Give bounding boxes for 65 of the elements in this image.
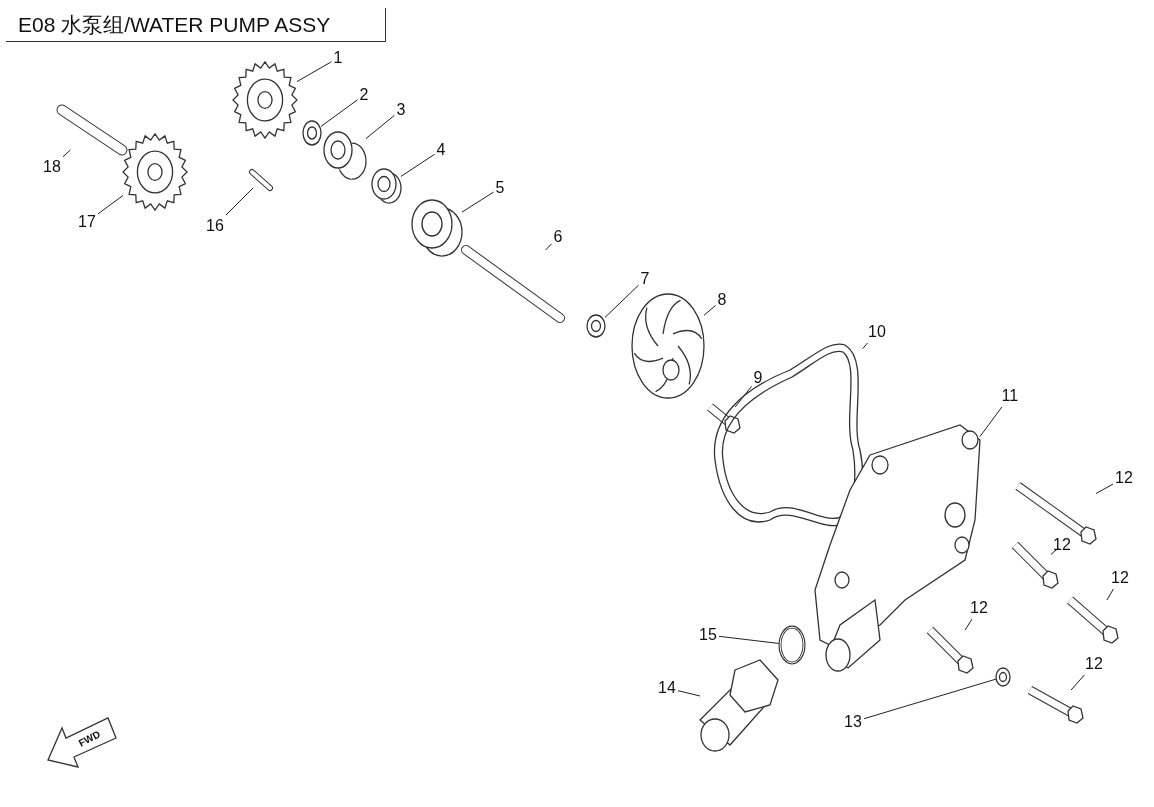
leader-line bbox=[365, 114, 395, 139]
callout-number: 12 bbox=[1085, 655, 1103, 673]
title: E08 水泵组/WATER PUMP ASSY bbox=[6, 8, 386, 42]
shaft-drawing bbox=[461, 245, 565, 323]
leader-line bbox=[97, 195, 124, 215]
leader-line bbox=[677, 690, 701, 697]
leader-line bbox=[225, 187, 254, 216]
leader-line bbox=[863, 678, 997, 720]
leader-line bbox=[1050, 547, 1059, 555]
shaft-drawing bbox=[56, 104, 128, 156]
leader-line bbox=[703, 305, 716, 316]
leader-line bbox=[62, 149, 71, 158]
callout-number: 12 bbox=[970, 599, 988, 617]
hose-fitting-drawing bbox=[699, 659, 779, 752]
leader-line bbox=[296, 61, 332, 83]
leader-line bbox=[979, 406, 1003, 437]
pin-drawing bbox=[249, 169, 273, 191]
callout-number: 14 bbox=[658, 679, 676, 697]
seal-drawing bbox=[371, 168, 402, 204]
callout-number: 9 bbox=[753, 369, 763, 387]
leader-line bbox=[1070, 674, 1085, 691]
callout-number: 16 bbox=[206, 217, 224, 235]
leader-line bbox=[1095, 483, 1114, 494]
leader-line bbox=[461, 191, 494, 213]
callout-number: 12 bbox=[1111, 569, 1129, 587]
callout-number: 8 bbox=[717, 291, 727, 309]
callout-number: 6 bbox=[553, 228, 563, 246]
washer-drawing bbox=[995, 667, 1011, 687]
leader-line bbox=[862, 342, 868, 350]
washer-drawing bbox=[302, 120, 322, 146]
bolt-drawing bbox=[926, 626, 974, 674]
bolt-drawing bbox=[1067, 596, 1119, 644]
leader-line bbox=[604, 284, 639, 318]
bolt-drawing bbox=[1027, 686, 1084, 724]
leader-line bbox=[1106, 588, 1114, 601]
callout-number: 2 bbox=[359, 86, 369, 104]
leader-line bbox=[545, 243, 552, 251]
gear-drawing bbox=[122, 132, 188, 212]
callout-number: 1 bbox=[333, 49, 343, 67]
callout-number: 5 bbox=[495, 179, 505, 197]
washer-drawing bbox=[586, 314, 606, 338]
callout-number: 12 bbox=[1115, 469, 1133, 487]
callout-number: 15 bbox=[699, 626, 717, 644]
leader-line bbox=[964, 618, 973, 631]
callout-number: 12 bbox=[1053, 536, 1071, 554]
o-ring-drawing bbox=[778, 625, 806, 665]
callout-number: 4 bbox=[436, 141, 446, 159]
seal-drawing bbox=[411, 199, 463, 257]
direction-label: FWD bbox=[76, 728, 103, 749]
leader-line bbox=[734, 385, 752, 408]
callout-number: 13 bbox=[844, 713, 862, 731]
callout-number: 17 bbox=[78, 213, 96, 231]
leader-line bbox=[400, 153, 435, 177]
callout-number: 10 bbox=[868, 323, 886, 341]
callout-number: 11 bbox=[1001, 387, 1019, 405]
impeller-drawing bbox=[631, 293, 705, 399]
gear-drawing bbox=[232, 60, 298, 140]
gasket-drawing bbox=[713, 343, 864, 527]
callout-number: 7 bbox=[640, 270, 650, 288]
bolt-drawing bbox=[707, 403, 741, 434]
leader-line bbox=[320, 99, 358, 127]
callout-number: 3 bbox=[396, 101, 406, 119]
callout-number: 18 bbox=[43, 158, 61, 176]
leader-line bbox=[718, 635, 781, 645]
bearing-drawing bbox=[323, 131, 367, 180]
